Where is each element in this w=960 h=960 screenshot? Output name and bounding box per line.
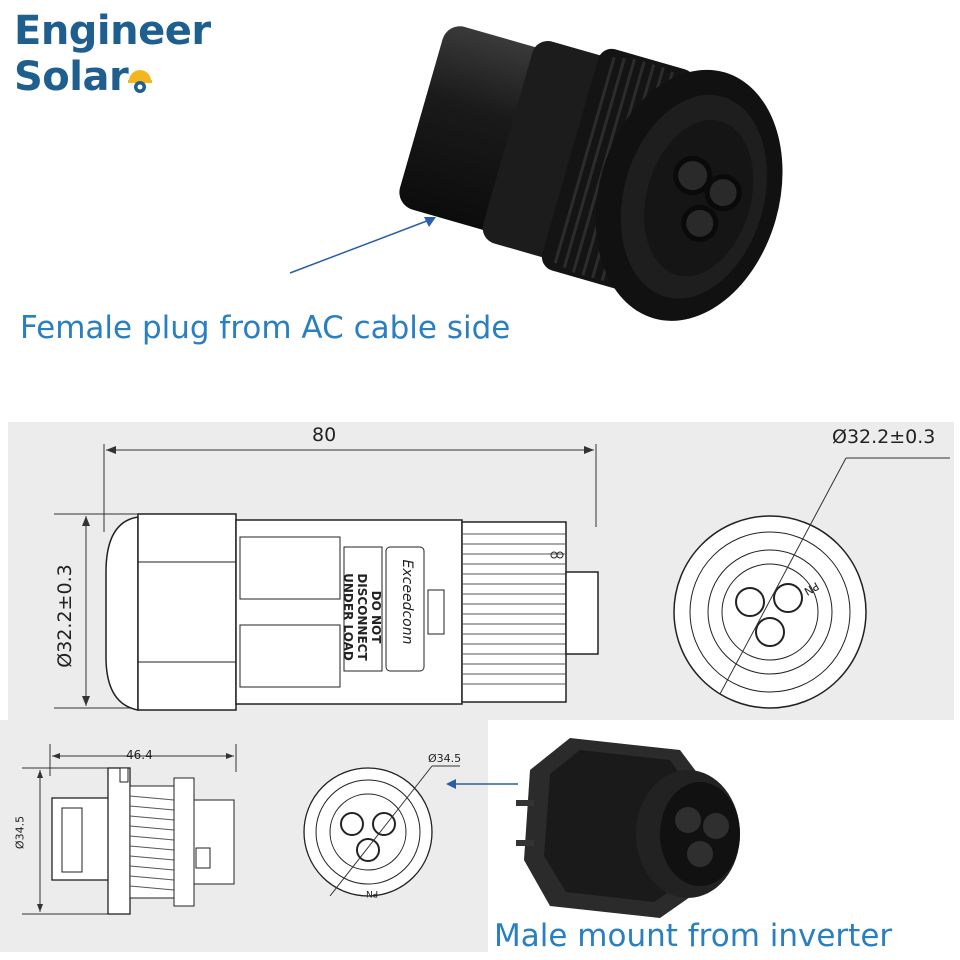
female-length-label: 80 xyxy=(312,424,337,446)
male-mount-photo xyxy=(516,738,740,918)
logo-solar-text: Solar xyxy=(14,54,129,100)
logo-engineer-text: Engineer xyxy=(14,8,211,54)
pointer-arrow-male xyxy=(446,779,518,789)
pointer-arrow-female xyxy=(289,217,436,274)
male-length-label: 46.4 xyxy=(126,748,153,762)
male-technical-drawing xyxy=(22,744,460,915)
female-diameter-end-label: Ø32.2±0.3 xyxy=(832,426,936,448)
female-diameter-side-label: Ø32.2±0.3 xyxy=(54,564,76,668)
warning-label: DO NOT DISCONNECT UNDER LOAD xyxy=(341,573,383,661)
male-diameter-side-label: Ø34.5 xyxy=(13,815,27,850)
brand-label: Exceedconn xyxy=(399,559,415,645)
female-technical-drawing xyxy=(54,444,950,711)
male-mount-caption: Male mount from inverter xyxy=(494,918,893,954)
female-plug-photo xyxy=(399,26,783,321)
female-plug-caption: Female plug from AC cable side xyxy=(20,310,511,346)
hardhat-gear-icon xyxy=(128,70,152,93)
male-pin-label: PN xyxy=(366,888,379,898)
male-diameter-end-label: Ø34.5 xyxy=(428,752,462,765)
